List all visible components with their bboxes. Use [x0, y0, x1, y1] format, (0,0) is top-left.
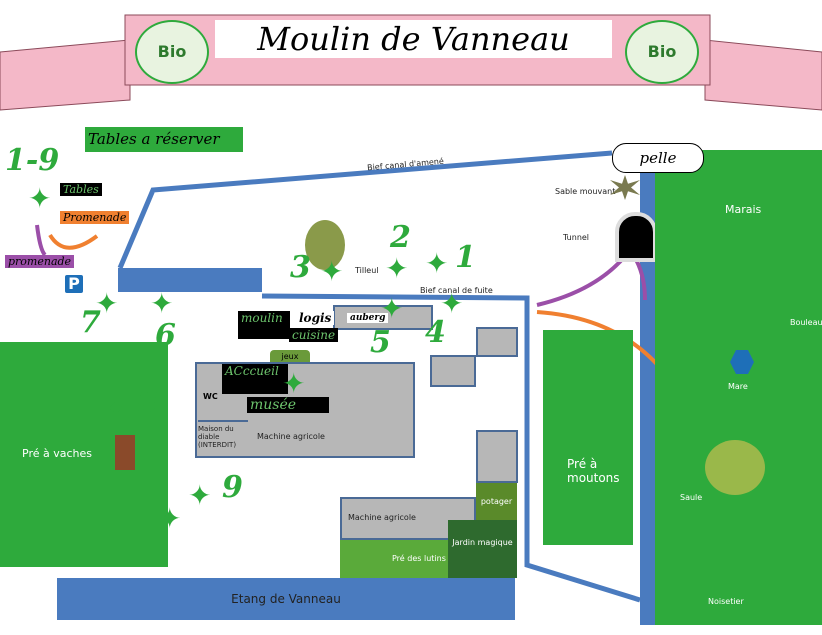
pre-moutons-area: Pré à moutons [543, 330, 633, 545]
musee-label: musée [247, 397, 329, 413]
playground-icon [115, 435, 135, 470]
star-icon: ✦ [440, 287, 464, 320]
tables-reserve-label: Tables a réserver [85, 127, 243, 152]
pen-chickens [430, 355, 476, 387]
star-icon: ✦ [380, 292, 404, 325]
machine-agricole-2-label: Machine agricole [348, 513, 416, 522]
marker-5: 5 [370, 325, 391, 360]
pelle-label: pelle [612, 143, 704, 173]
pre-lutins-label: Pré des lutins [340, 540, 448, 578]
tree-icon [305, 220, 345, 270]
logis-label: logis [296, 311, 335, 325]
marker-2: 2 [390, 220, 411, 255]
pen-pig [476, 430, 518, 483]
pen-guinea-pig [476, 327, 518, 357]
star-icon: ✦ [104, 392, 128, 425]
auberge-label: auberg [347, 313, 389, 323]
title-box: Moulin de Vanneau [215, 20, 612, 58]
page-title: Moulin de Vanneau [257, 20, 570, 58]
maison-diable-label: Maison du diable (INTERDIT) [198, 420, 248, 449]
star-icon: ✦ [320, 255, 344, 288]
noisetier-label: Noisetier [708, 597, 744, 606]
marais-label: Marais [725, 203, 762, 216]
star-icon: ✦ [188, 479, 212, 512]
mare-icon [730, 350, 754, 374]
etang-label: Etang de Vanneau [57, 578, 515, 620]
marker-4: 4 [425, 315, 446, 350]
star-icon: ✦ [28, 182, 52, 215]
pre-vaches-area: Pré à vaches [0, 342, 168, 567]
tunnel-icon [615, 212, 657, 262]
mare-label: Mare [728, 382, 748, 391]
pre-moutons-label: Pré à moutons [567, 457, 620, 485]
tables-legend: Tables [60, 183, 102, 196]
pond [118, 268, 262, 292]
potager-label: potager [476, 483, 517, 520]
promenade-purple-legend: promenade [5, 255, 75, 268]
range-label: 1-9 [5, 143, 60, 178]
star-icon: ✦ [158, 502, 182, 535]
marker-1: 1 [455, 240, 476, 275]
bio-logo-right: Bio [625, 20, 699, 84]
star-icon: ✦ [95, 287, 119, 320]
tunnel-label: Tunnel [563, 233, 590, 242]
bouleau-label: Bouleau [790, 318, 822, 327]
star-icon: ✦ [150, 287, 174, 320]
marker-7: 7 [80, 305, 101, 340]
moulin-label: moulin [238, 311, 290, 339]
pre-vaches-label: Pré à vaches [22, 447, 92, 460]
tilleul-label: Tilleul [355, 266, 379, 275]
marker-3: 3 [290, 250, 311, 285]
cuisine-label: cuisine [289, 328, 339, 342]
wc-label: WC [203, 392, 218, 401]
sable-label: Sable mouvant [555, 187, 616, 196]
saule-label: Saule [680, 493, 703, 502]
star-icon: ✦ [385, 252, 409, 285]
jardin-magique-label: Jardin magique [448, 520, 517, 578]
star-icon: ✦ [282, 367, 306, 400]
star-icon: ✦ [425, 247, 449, 280]
promenade-orange-legend: Promenade [60, 211, 130, 224]
marker-9: 9 [222, 470, 243, 505]
marker-6: 6 [155, 318, 176, 353]
machine-agricole-label: Machine agricole [257, 432, 325, 441]
willow-icon [705, 440, 765, 495]
marais-area [655, 150, 822, 625]
accueil-label: ACccueil [222, 364, 288, 394]
bief-fuite-label: Bief canal de fuite [420, 286, 493, 295]
parking-icon: P [65, 275, 83, 293]
marker-8: 8 [137, 385, 158, 420]
jeux-label: jeux [270, 350, 310, 364]
bio-logo-left: Bio [135, 20, 209, 84]
